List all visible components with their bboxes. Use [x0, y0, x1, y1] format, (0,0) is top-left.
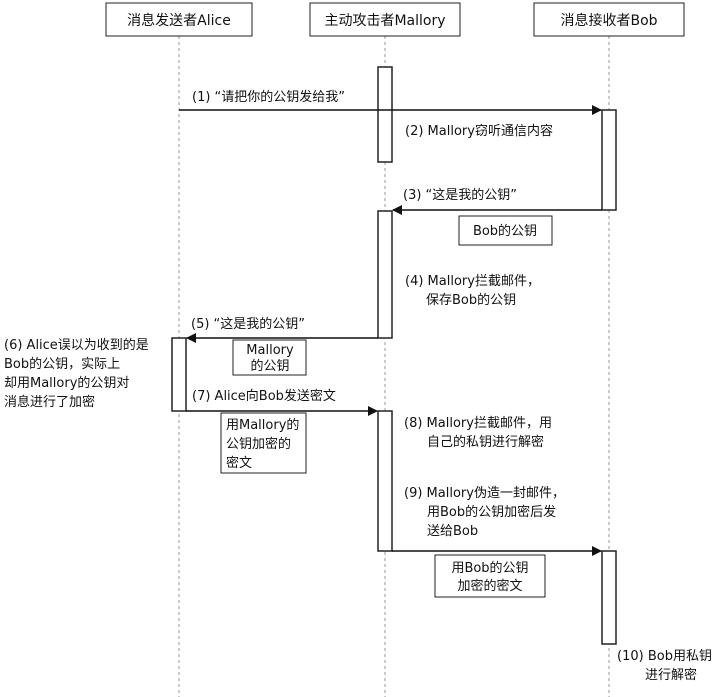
note-8-line-2: 自己的私钥进行解密 [427, 434, 544, 450]
note-4: (4) Mallory拦截邮件， 保存Bob的公钥 [405, 274, 540, 308]
payload-7-line-2: 公钥加密的 [226, 436, 291, 452]
mallory-activation-1 [377, 66, 393, 163]
note-2-line: (2) Mallory窃听通信内容 [405, 123, 553, 139]
payload-5-line-2: 的公钥 [250, 358, 289, 374]
bob-activation-2 [601, 550, 617, 645]
note-10-line-2: 进行解密 [645, 667, 697, 683]
note-9-line-2: 用Bob的公钥加密后发 [427, 504, 556, 520]
note-6-line-1: (6) Alice误以为收到的是 [4, 337, 149, 353]
bob-activation-1 [601, 109, 617, 211]
note-6-line-3: 却用Mallory的公钥对 [4, 375, 129, 391]
mallory-activation-2 [377, 210, 393, 339]
note-9-line-1: (9) Mallory伪造一封邮件， [404, 486, 565, 501]
payload-encrypted-with-mallory-key: 用Mallory的 公钥加密的 密文 [220, 412, 307, 474]
note-6-line-4: 消息进行了加密 [4, 394, 95, 410]
message-1-label: (1) “请把你的公钥发给我” [192, 89, 345, 105]
alice-participant: 消息发送者Alice [105, 2, 253, 37]
bob-participant: 消息接收者Bob [533, 2, 685, 37]
note-4-line-1: (4) Mallory拦截邮件， [405, 274, 540, 289]
note-6: (6) Alice误以为收到的是 Bob的公钥，实际上 却用Mallory的公钥… [4, 337, 149, 410]
note-9-line-3: 送给Bob [427, 524, 478, 539]
note-6-line-2: Bob的公钥，实际上 [4, 356, 120, 372]
payload-7-line-3: 密文 [226, 455, 252, 471]
payload-bob-public-key: Bob的公钥 [458, 215, 553, 246]
payload-mallory-public-key: Mallory 的公钥 [232, 339, 307, 376]
note-8-line-1: (8) Mallory拦截邮件，用 [404, 416, 552, 431]
alice-label: 消息发送者Alice [127, 12, 231, 29]
alice-activation [171, 337, 187, 412]
message-5-label: (5) “这是我的公钥” [191, 316, 305, 332]
note-10: (10) Bob用私钥 进行解密 [617, 649, 712, 683]
note-4-line-2: 保存Bob的公钥 [426, 292, 516, 308]
payload-9-line-2: 加密的密文 [457, 578, 522, 594]
payload-9-line-1: 用Bob的公钥 [451, 560, 528, 576]
note-10-line-1: (10) Bob用私钥 [617, 649, 712, 664]
mallory-activation-3 [377, 410, 393, 552]
note-9: (9) Mallory伪造一封邮件， 用Bob的公钥加密后发 送给Bob [404, 486, 565, 539]
mallory-label: 主动攻击者Mallory [324, 13, 445, 29]
payload-7-line-1: 用Mallory的 [226, 417, 299, 433]
mallory-participant: 主动攻击者Mallory [309, 2, 461, 37]
payload-encrypted-with-bob-key: 用Bob的公钥 加密的密文 [434, 554, 546, 598]
payload-5-line-1: Mallory [246, 343, 294, 358]
note-2: (2) Mallory窃听通信内容 [405, 123, 553, 139]
bob-label: 消息接收者Bob [560, 12, 657, 29]
payload-3-line: Bob的公钥 [473, 223, 537, 239]
message-3-label: (3) “这是我的公钥” [403, 187, 517, 203]
message-7-label: (7) Alice向Bob发送密文 [192, 388, 336, 404]
note-8: (8) Mallory拦截邮件，用 自己的私钥进行解密 [404, 416, 552, 450]
